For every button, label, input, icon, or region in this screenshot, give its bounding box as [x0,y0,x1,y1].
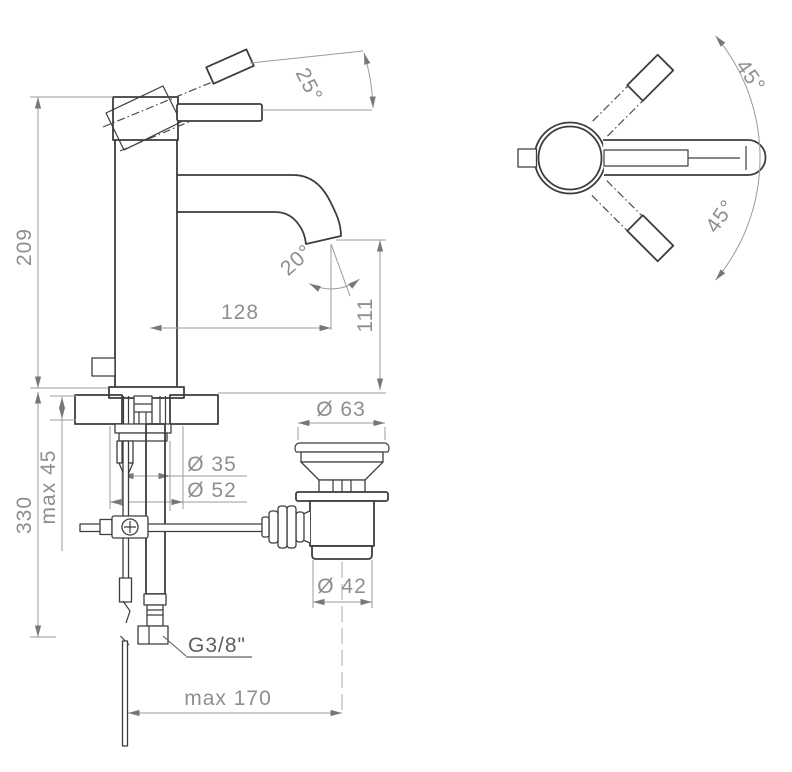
dim-handle-angle: 25° [249,50,376,111]
flange-diameter-label: Ø 63 [316,398,366,421]
dim-under-height: 330 [13,392,56,638]
dim-total-height: 209 [13,96,113,389]
body-outer-circle [533,121,607,195]
connection-nut [137,625,169,645]
base-diameter-label: Ø 52 [187,479,237,502]
threaded-shank [133,395,153,425]
faucet-head-tilted [105,85,182,151]
under-height-label: 330 [13,496,36,534]
handle-upper-tip [626,53,675,102]
swivel-lower-label: 45° [701,195,740,237]
dim-flange-diameter: Ø 63 [297,398,386,440]
supply-connection-label: G3/8" [188,634,246,657]
spout-plan [603,139,767,176]
ball-joint-rib-4 [268,510,279,544]
lift-rod-lower [121,640,129,747]
drain-assembly [294,442,390,560]
stream-angle-label: 20° [276,240,317,280]
waste-cone [300,461,384,481]
waste-lower-cup [311,545,373,560]
body-side-tab [91,357,116,377]
top-view [517,53,767,263]
dim-deck-thickness: max 45 [37,395,76,551]
spout-reach-label: 128 [221,301,259,324]
clamp-screw-cross [124,521,136,533]
supply-hose [145,423,166,595]
total-height-label: 209 [13,228,36,266]
lift-rod-cut [122,600,131,624]
ball-joint-rib-1 [295,511,305,543]
waste-body [309,500,375,547]
dim-spout-reach: 128 [150,301,331,332]
lever-tilted-tip [205,48,255,85]
under-counter-parts [79,423,311,747]
hole-diameter-label: Ø 35 [187,453,237,476]
waste-plug-cap [294,442,390,453]
handle-plan-upper [592,53,675,137]
rod-clamp-left [99,518,113,536]
supply-lines-in-hole [122,396,167,424]
deck-thickness-label: max 45 [37,450,60,525]
hose-ferrule [143,593,167,606]
shank-detail [134,403,152,424]
lever-horizontal [176,103,263,122]
rear-tab [517,148,538,168]
body-inner-circle [537,125,603,191]
faucet-body-column [114,139,178,388]
locknut [118,432,168,442]
dim-hole-diameter: Ø 35 [121,441,247,511]
lift-rod-sleeve [118,577,133,603]
side-view [74,48,342,425]
ball-joint-rib-2 [286,505,297,549]
rod-reach-label: max 170 [184,687,272,710]
dim-outlet-height: 111 [218,239,386,394]
waste-plug-band [300,451,384,463]
ball-joint-rib-3 [277,505,288,549]
dimensions: 25° 209 330 max 45 128 111 [13,35,770,717]
washer [114,423,172,434]
dim-waste-body-diameter: Ø 42 [312,560,373,712]
dim-stream-angle: 20° [276,240,360,330]
handle-angle-label: 25° [291,64,327,105]
handle-plan-lower [591,180,675,263]
waste-body-diameter-label: Ø 42 [317,575,367,598]
ball-joint-cap [261,516,270,538]
dim-supply-connection: G3/8" [162,634,252,658]
tilted-lever-centerline [102,63,257,128]
dim-rod-reach: max 170 [128,687,342,717]
waste-flange [295,491,389,502]
outlet-height-label: 111 [354,298,377,333]
waste-neck-ribs [332,480,352,492]
hose-tube-bands [147,609,163,616]
spout [176,174,342,245]
handle-lower-tip [626,214,675,263]
mounting-deck-right [169,394,219,425]
swivel-upper-label: 45° [731,55,770,97]
mounting-deck-left [74,394,123,425]
